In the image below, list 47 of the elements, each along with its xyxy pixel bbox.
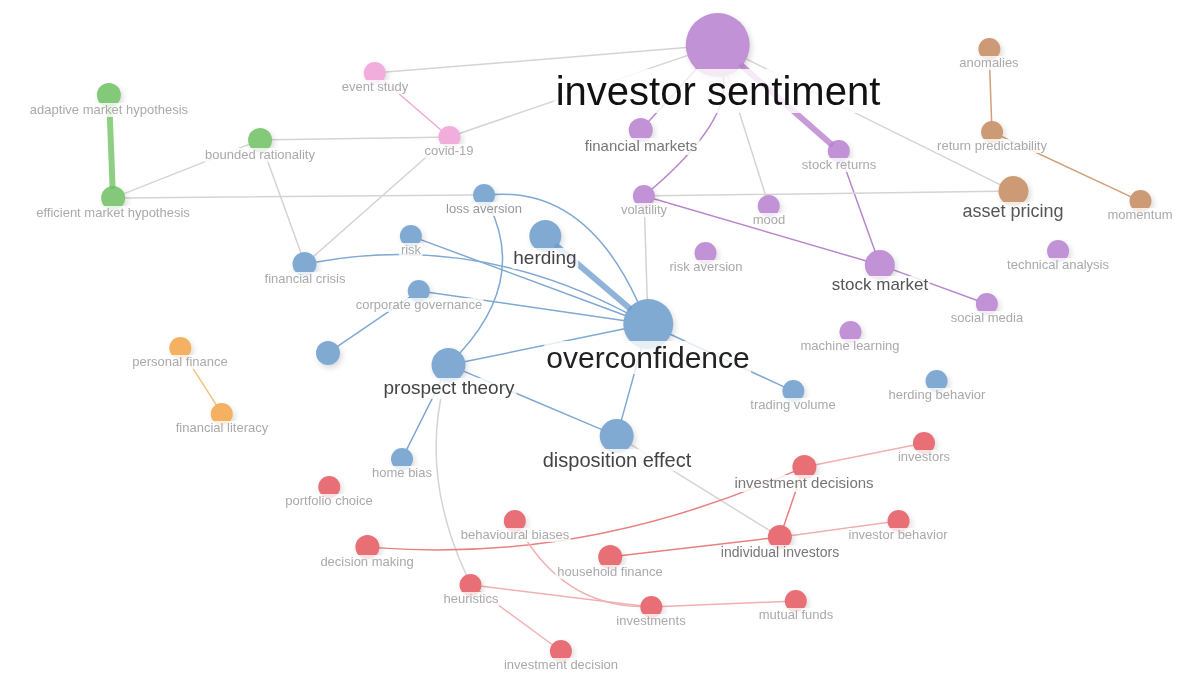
link-line xyxy=(124,194,474,199)
keyword-label: event study xyxy=(339,80,411,95)
keyword-label: bounded rationality xyxy=(203,148,317,163)
link-line xyxy=(464,328,625,363)
keyword-label: corporate governance xyxy=(353,298,485,313)
link-line xyxy=(429,291,624,322)
keyword-label: technical analysis xyxy=(1005,258,1111,273)
keyword-label: investment decisions xyxy=(732,475,876,492)
keyword-label: decision making xyxy=(318,555,416,570)
keyword-label: portfolio choice xyxy=(283,494,375,509)
keyword-label: household finance xyxy=(555,565,665,580)
keyword-label: overconfidence xyxy=(544,341,752,374)
keyword-label: efficient market hypothesis xyxy=(34,206,192,221)
keyword-label: herding behavior xyxy=(886,388,988,403)
link-line xyxy=(653,198,867,262)
link-line xyxy=(494,193,639,303)
keyword-label: trading volume xyxy=(748,398,838,413)
link-line xyxy=(420,239,626,317)
link-line xyxy=(661,600,786,608)
link-line xyxy=(654,190,999,197)
keyword-label: loss aversion xyxy=(444,202,524,217)
keyword-label: stock returns xyxy=(799,158,879,173)
keyword-label: disposition effect xyxy=(540,449,694,471)
link-line xyxy=(271,136,439,141)
keyword-label: prospect theory xyxy=(381,378,517,399)
keyword-label: anomalies xyxy=(957,56,1021,71)
keyword-label: financial markets xyxy=(582,138,700,155)
link-line xyxy=(385,46,687,73)
link-line xyxy=(791,521,888,537)
keyword-label: behavioural biases xyxy=(458,528,572,543)
keyword-label: asset pricing xyxy=(960,202,1066,222)
keyword-label: mood xyxy=(750,213,788,228)
keyword-label: risk xyxy=(398,243,424,258)
keyword-label: volatility xyxy=(618,203,670,218)
keyword-label: financial literacy xyxy=(173,421,271,436)
keyword-label: return predictability xyxy=(935,139,1049,154)
link-line xyxy=(481,585,641,607)
keyword-label: herding xyxy=(511,248,579,269)
keyword-label: covid-19 xyxy=(422,144,476,159)
link-line xyxy=(621,537,769,557)
keyword-label: personal finance xyxy=(130,355,230,370)
keyword-label: adaptive market hypothesis xyxy=(27,103,191,118)
link-line xyxy=(316,253,627,314)
link-line xyxy=(815,444,914,466)
keyword-label: machine learning xyxy=(798,339,902,354)
keyword-label: investor sentiment xyxy=(553,69,883,113)
keyword-label: heuristics xyxy=(441,592,501,607)
